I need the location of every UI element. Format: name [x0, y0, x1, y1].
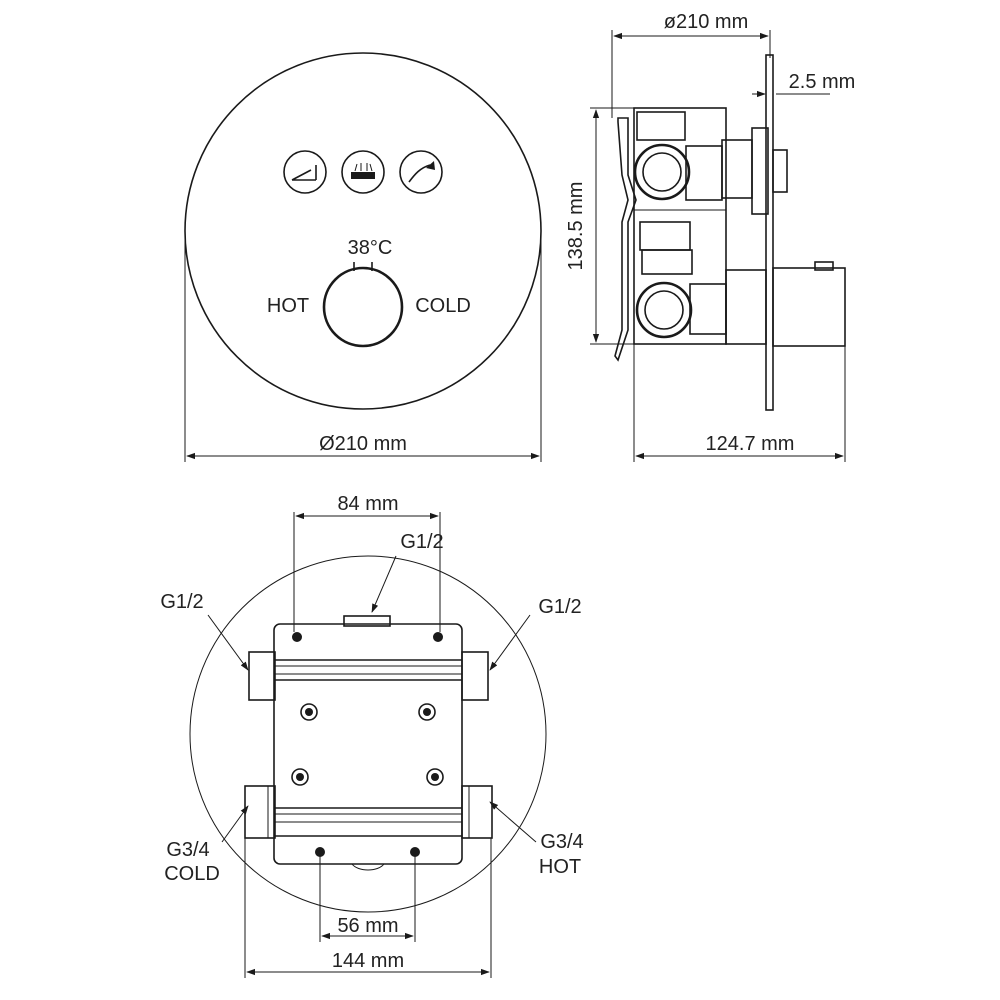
- upper-outlet-port: [633, 143, 691, 201]
- right-outlet-port: [461, 651, 489, 701]
- rain-shower-button: [399, 150, 443, 194]
- rain-shower-icon: [408, 161, 435, 183]
- fixing-dot: [433, 632, 443, 642]
- rear-plate-outline: [189, 555, 547, 913]
- cold-inlet-label: COLD: [164, 863, 220, 885]
- hand-shower-button: [283, 150, 327, 194]
- top-outlet-stub: [343, 615, 391, 627]
- valve-body: [633, 107, 727, 345]
- cold-inlet-size: G3/4: [166, 839, 209, 861]
- thermostat-cartridge: [725, 269, 767, 345]
- front-view: 38°C HOT COLD Ø210 mm: [184, 52, 542, 462]
- bath-button: [341, 150, 385, 194]
- hot-label: HOT: [267, 295, 309, 317]
- fixing-dot: [292, 632, 302, 642]
- bath-icon: [351, 163, 375, 179]
- mounting-screw: [418, 703, 436, 721]
- mounting-screw: [291, 768, 309, 786]
- cold-label: COLD: [415, 295, 471, 317]
- side-cover-plate: [765, 54, 774, 411]
- left-outlet-port: [248, 651, 276, 701]
- depth-label: 124.7 mm: [706, 433, 795, 455]
- cold-inlet-port: [244, 785, 276, 839]
- top-spacing-label: 84 mm: [337, 493, 398, 515]
- hot-inlet-port: [461, 785, 493, 839]
- hot-inlet-size: G3/4: [540, 831, 583, 853]
- side-view: ø210 mm 2.5 mm 138.5 mm 124.7 mm: [565, 11, 855, 462]
- right-outlet-label: G1/2: [538, 596, 581, 618]
- height-label: 138.5 mm: [565, 182, 587, 271]
- mounting-screw: [426, 768, 444, 786]
- top-outlet-label: G1/2: [400, 531, 443, 553]
- front-diameter-label: Ø210 mm: [319, 433, 407, 455]
- lower-outlet-port: [635, 281, 693, 339]
- hand-shower-icon: [291, 165, 317, 181]
- side-diameter-label: ø210 mm: [664, 11, 748, 33]
- mounting-screw: [300, 703, 318, 721]
- left-outlet-label: G1/2: [160, 591, 203, 613]
- rear-view: 84 mm G1/2 G1/2 G1/2 G3/4 COLD G3/4 HOT …: [160, 493, 584, 978]
- knob-side: [772, 267, 846, 347]
- cover-plate-outline: [184, 52, 542, 410]
- thermostat-knob: [322, 266, 404, 348]
- mounting-bracket: [614, 117, 637, 362]
- plate-thickness-label: 2.5 mm: [789, 71, 856, 93]
- rear-valve-body: [273, 623, 463, 865]
- temperature-label: 38°C: [348, 237, 393, 259]
- hot-inlet-label: HOT: [539, 856, 581, 878]
- overall-width-label: 144 mm: [332, 950, 404, 972]
- bottom-spacing-label: 56 mm: [337, 915, 398, 937]
